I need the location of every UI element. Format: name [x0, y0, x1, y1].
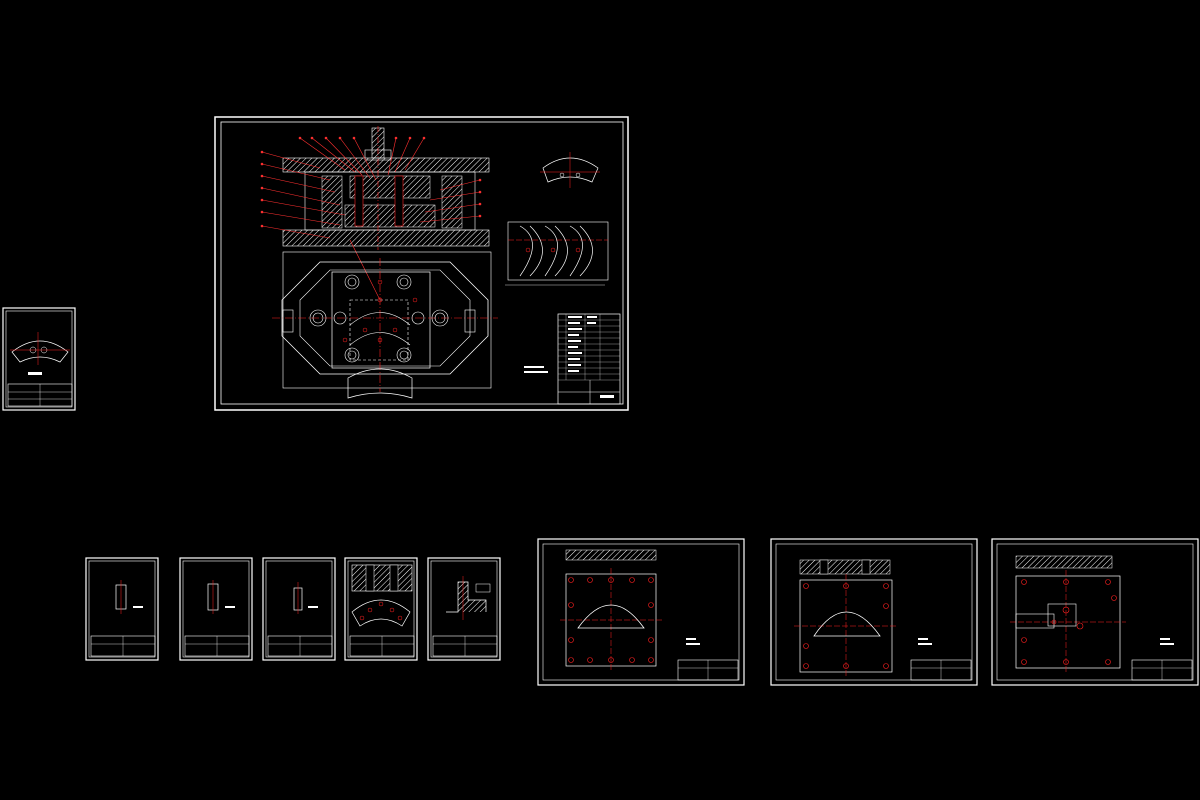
- section-view: [260, 126, 490, 301]
- sheet-part-1[interactable]: [85, 557, 159, 661]
- sheet-part-4[interactable]: [344, 557, 418, 661]
- sheet-part-5[interactable]: [427, 557, 501, 661]
- sheet-die-assembly[interactable]: [214, 116, 629, 411]
- sheet-plate-2[interactable]: [770, 538, 978, 686]
- part-sketch: [540, 152, 600, 188]
- sheet-blank-part[interactable]: [2, 307, 76, 411]
- bill-of-materials: [524, 313, 621, 405]
- sheet-plate-3[interactable]: [991, 538, 1199, 686]
- sheet-part-2[interactable]: [179, 557, 253, 661]
- plan-view: [272, 251, 498, 399]
- sheet-part-3[interactable]: [262, 557, 336, 661]
- sheet-plate-1[interactable]: [537, 538, 745, 686]
- strip-layout: [505, 221, 609, 286]
